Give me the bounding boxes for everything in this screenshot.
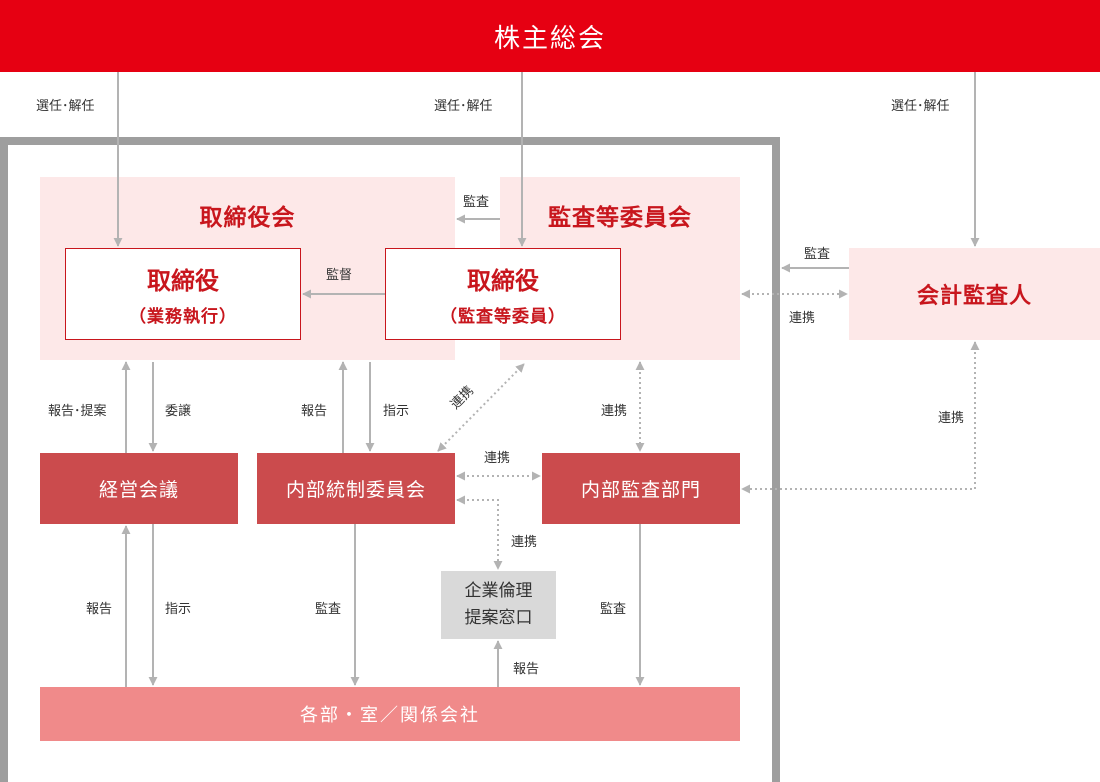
director-audit-member-title: 取締役 <box>467 267 539 295</box>
label-appoint-audit: 選任･解任 <box>434 99 493 114</box>
label-instruct-mm: 指示 <box>165 602 192 617</box>
accounting-auditor-title: 会計監査人 <box>916 284 1032 309</box>
label-delegate: 委譲 <box>165 404 192 419</box>
label-link-accounting-iad: 連携 <box>938 411 965 426</box>
label-accounting-audit: 監査 <box>804 247 831 262</box>
departments-label: 各部・室／関係会社 <box>300 705 480 726</box>
label-link-audit-iad: 連携 <box>601 404 628 419</box>
label-report-icc: 報告 <box>301 404 328 419</box>
label-report-ethics: 報告 <box>513 662 540 677</box>
label-link-icc-ethics: 連携 <box>511 535 538 550</box>
internal-audit-department-label: 内部監査部門 <box>580 479 701 501</box>
director-executive-title: 取締役 <box>147 267 219 295</box>
label-audit-to-board: 監査 <box>463 195 490 210</box>
internal-audit-department-box: 内部監査部門 <box>542 453 740 524</box>
ethics-desk-line2: 提案窓口 <box>464 608 533 628</box>
management-meeting-label: 経営会議 <box>98 479 179 501</box>
shareholders-meeting-title: 株主総会 <box>493 23 606 54</box>
label-link-icc-iad: 連携 <box>484 451 511 466</box>
internal-control-committee-box: 内部統制委員会 <box>257 453 455 524</box>
director-audit-member-box: 取締役 （監査等委員） <box>385 248 621 340</box>
label-audit-iad: 監査 <box>600 602 627 617</box>
ethics-proposal-desk-box: 企業倫理 提案窓口 <box>441 571 556 639</box>
label-appoint-accounting: 選任･解任 <box>891 99 950 114</box>
label-report-propose: 報告･提案 <box>48 404 107 419</box>
board-of-directors-title: 取締役会 <box>199 205 296 231</box>
shareholders-meeting-bar: 株主総会 <box>0 0 1100 72</box>
link-accounting-iad <box>741 341 980 494</box>
label-supervise: 監督 <box>326 268 353 283</box>
management-meeting-box: 経営会議 <box>40 453 238 524</box>
accounting-auditor-box: 会計監査人 <box>849 248 1100 340</box>
director-executive-box: 取締役 （業務執行） <box>65 248 301 340</box>
ethics-desk-line1: 企業倫理 <box>464 581 533 601</box>
link-icc-ethics <box>456 495 503 570</box>
audit-committee-title: 監査等委員会 <box>548 205 692 231</box>
director-executive-subtitle: （業務執行） <box>129 307 237 327</box>
label-instruct-icc: 指示 <box>383 404 410 419</box>
label-accounting-link: 連携 <box>789 311 816 326</box>
label-audit-icc: 監査 <box>315 602 342 617</box>
internal-control-committee-label: 内部統制委員会 <box>285 479 426 501</box>
label-report-mm: 報告 <box>86 602 113 617</box>
label-appoint-board: 選任･解任 <box>36 99 95 114</box>
director-audit-member-subtitle: （監査等委員） <box>440 307 566 327</box>
departments-bar: 各部・室／関係会社 <box>40 687 740 741</box>
link-icc-audit-committee <box>437 363 525 452</box>
